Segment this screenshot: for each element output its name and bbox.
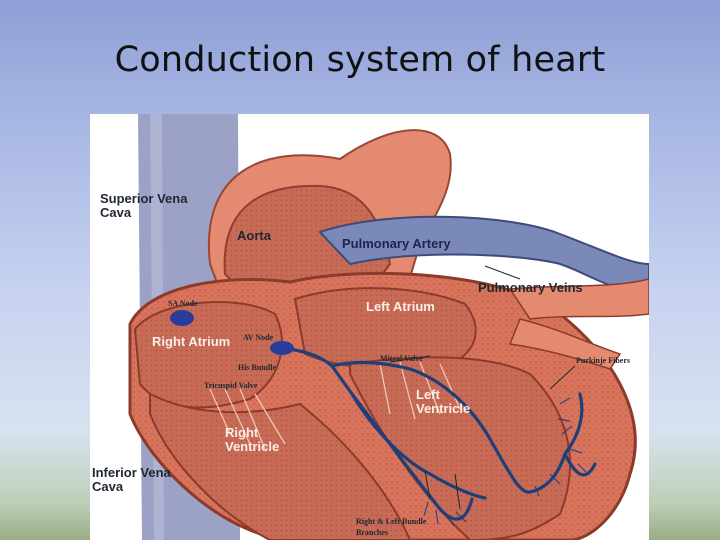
label-sa-node: SA Node bbox=[168, 299, 198, 308]
pulmonary-artery-shape bbox=[318, 215, 649, 294]
label-pointers bbox=[389, 265, 576, 510]
label-left-atrium: Left Atrium bbox=[366, 299, 435, 314]
label-tricuspid-valve: Tricuspid Valve bbox=[204, 381, 258, 390]
av-node-marker bbox=[270, 341, 294, 355]
label-left-ventricle: Left Ventricle bbox=[416, 387, 471, 416]
label-bundle-branches: Right & Left Bundle Branches bbox=[356, 517, 427, 537]
label-pulmonary-artery: Pulmonary Artery bbox=[342, 236, 451, 251]
label-right-ventricle: Right Ventricle bbox=[225, 425, 280, 454]
right-atrium-chamber bbox=[133, 301, 283, 409]
label-inferior-vena-cava: Inferior Vena Cava bbox=[92, 465, 171, 494]
label-aorta: Aorta bbox=[237, 228, 271, 243]
heart-diagram: Superior Vena Cava Aorta Pulmonary Arter… bbox=[90, 114, 649, 540]
label-superior-vena-cava: Superior Vena Cava bbox=[100, 191, 188, 220]
label-right-atrium: Right Atrium bbox=[152, 334, 231, 349]
heart-illustration bbox=[128, 114, 649, 540]
label-av-node: AV Node bbox=[243, 333, 274, 342]
right-ventricle-chamber bbox=[149, 392, 412, 540]
label-purkinje-fibers: Purkinje Fibers bbox=[576, 356, 630, 365]
label-his-bundle: His Bundle bbox=[238, 363, 277, 372]
sa-node-marker bbox=[170, 310, 194, 326]
label-pulmonary-veins: Pulmonary Veins bbox=[478, 280, 583, 295]
purkinje-branches bbox=[423, 397, 587, 527]
slide-title: Conduction system of heart bbox=[114, 40, 606, 80]
label-mitral-valve: Mitral Valve bbox=[380, 354, 423, 363]
